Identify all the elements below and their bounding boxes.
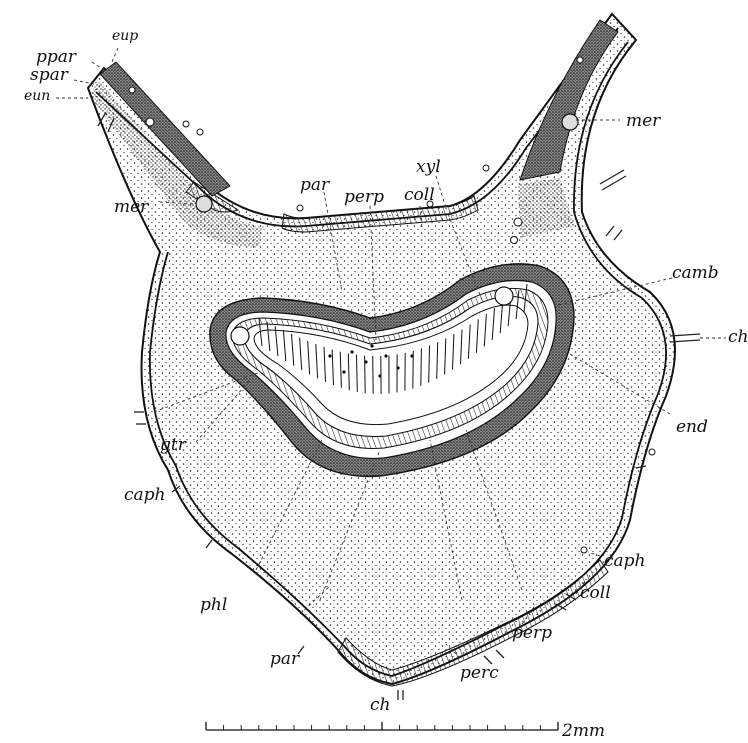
label-xyl: xyl <box>416 157 441 177</box>
protoxylem-right <box>495 287 513 305</box>
scale-bar: 2mm <box>206 721 605 741</box>
xylem-vessel <box>328 354 331 357</box>
xylem-vessel <box>350 350 353 353</box>
label-end: end <box>676 417 708 437</box>
label-perc: perc <box>460 663 499 683</box>
label-par-bottom: par <box>270 649 300 669</box>
leader-ppar <box>92 62 104 70</box>
protoxylem-left <box>231 327 249 345</box>
gland-trichome <box>581 547 587 553</box>
label-eup: eup <box>112 28 138 44</box>
label-ch-bottom: ch <box>370 695 390 715</box>
scale-bar-ticks <box>206 722 558 730</box>
mer-strand-right <box>562 114 578 130</box>
gland-trichome <box>183 121 189 127</box>
xylem-vessel <box>364 360 367 363</box>
small-strand-2 <box>511 237 518 244</box>
leader-eup <box>112 48 118 62</box>
hair <box>206 540 212 548</box>
xylem-vessel <box>384 354 387 357</box>
xylem-vessel <box>342 370 345 373</box>
gland-trichome <box>649 449 655 455</box>
label-coll-bottom: coll <box>580 583 611 603</box>
xylem-vessel <box>410 354 413 357</box>
label-camb: camb <box>672 263 719 283</box>
gland-trichome <box>577 57 583 63</box>
small-strand-3 <box>146 118 154 126</box>
scale-bar-label: 2mm <box>561 721 605 741</box>
label-gtr: gtr <box>160 435 187 455</box>
label-caph-left: caph <box>124 485 166 505</box>
hair <box>606 226 614 236</box>
xylem-ray <box>373 356 374 394</box>
label-eun: eun <box>24 88 50 104</box>
xylem-vessel <box>378 374 381 377</box>
hair <box>614 230 622 240</box>
xylem-vessel <box>396 366 399 369</box>
mer-strand-left <box>196 196 212 212</box>
xylem-ray <box>421 348 422 386</box>
label-coll-top: coll <box>404 185 435 205</box>
hair <box>496 650 504 658</box>
hair <box>600 170 624 184</box>
label-mer-left: mer <box>114 197 149 217</box>
label-perp-bottom: perp <box>512 623 552 643</box>
gland-trichome <box>297 205 303 211</box>
label-par-top: par <box>300 175 330 195</box>
label-perp-top: perp <box>344 187 384 207</box>
label-ppar: ppar <box>36 47 77 67</box>
label-spar: spar <box>30 65 69 85</box>
label-mer-right: mer <box>626 111 661 131</box>
hair <box>602 176 626 190</box>
gland-trichome <box>197 129 203 135</box>
xylem-vessel <box>370 344 373 347</box>
label-ch-right: ch <box>728 327 748 347</box>
small-strand-1 <box>514 218 522 226</box>
leader-xyl <box>436 176 446 208</box>
label-phl: phl <box>200 595 227 615</box>
gland-trichome <box>483 165 489 171</box>
gland-trichome <box>129 87 135 93</box>
label-caph-right: caph <box>604 551 646 571</box>
